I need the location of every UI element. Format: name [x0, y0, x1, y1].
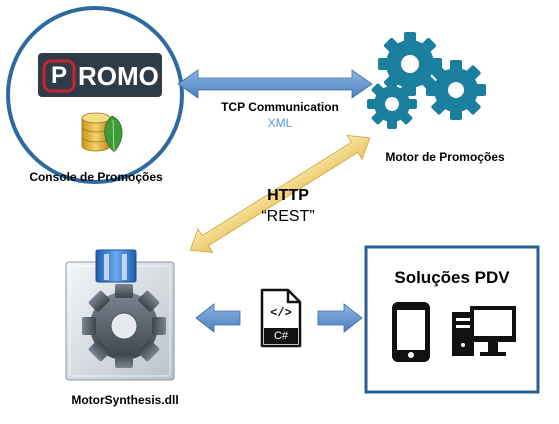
http-label: HTTP [267, 187, 309, 204]
promo-logo-text: ROMO [78, 61, 159, 91]
code-file-icon [260, 288, 302, 348]
tcp-label: TCP Communication [221, 100, 339, 114]
promo-logo [38, 53, 162, 97]
rest-label: “REST” [261, 208, 315, 225]
tcp-double-arrow [177, 69, 373, 99]
dll-gear-icon [65, 249, 175, 381]
desktop-computer-icon [452, 306, 516, 356]
arrow-to-dll [195, 303, 241, 333]
pdv-title: Soluções PDV [394, 268, 510, 287]
motor-label: Motor de Promoções [385, 150, 505, 164]
console-node [6, 6, 184, 184]
csharp-label: C# [273, 330, 289, 342]
http-double-arrow [189, 135, 371, 253]
smartphone-icon [392, 302, 430, 362]
database-icon [81, 112, 123, 153]
console-label: Console de Promoções [29, 170, 163, 184]
gear-left [367, 79, 417, 129]
dll-label: MotorSynthesis.dll [71, 393, 179, 407]
gears-icon [367, 32, 486, 129]
xml-label: XML [267, 116, 293, 130]
gear-right [426, 60, 486, 120]
promo-logo-p: P [50, 62, 67, 89]
code-glyph: </> [270, 306, 292, 320]
arrow-to-pdv [317, 303, 363, 333]
